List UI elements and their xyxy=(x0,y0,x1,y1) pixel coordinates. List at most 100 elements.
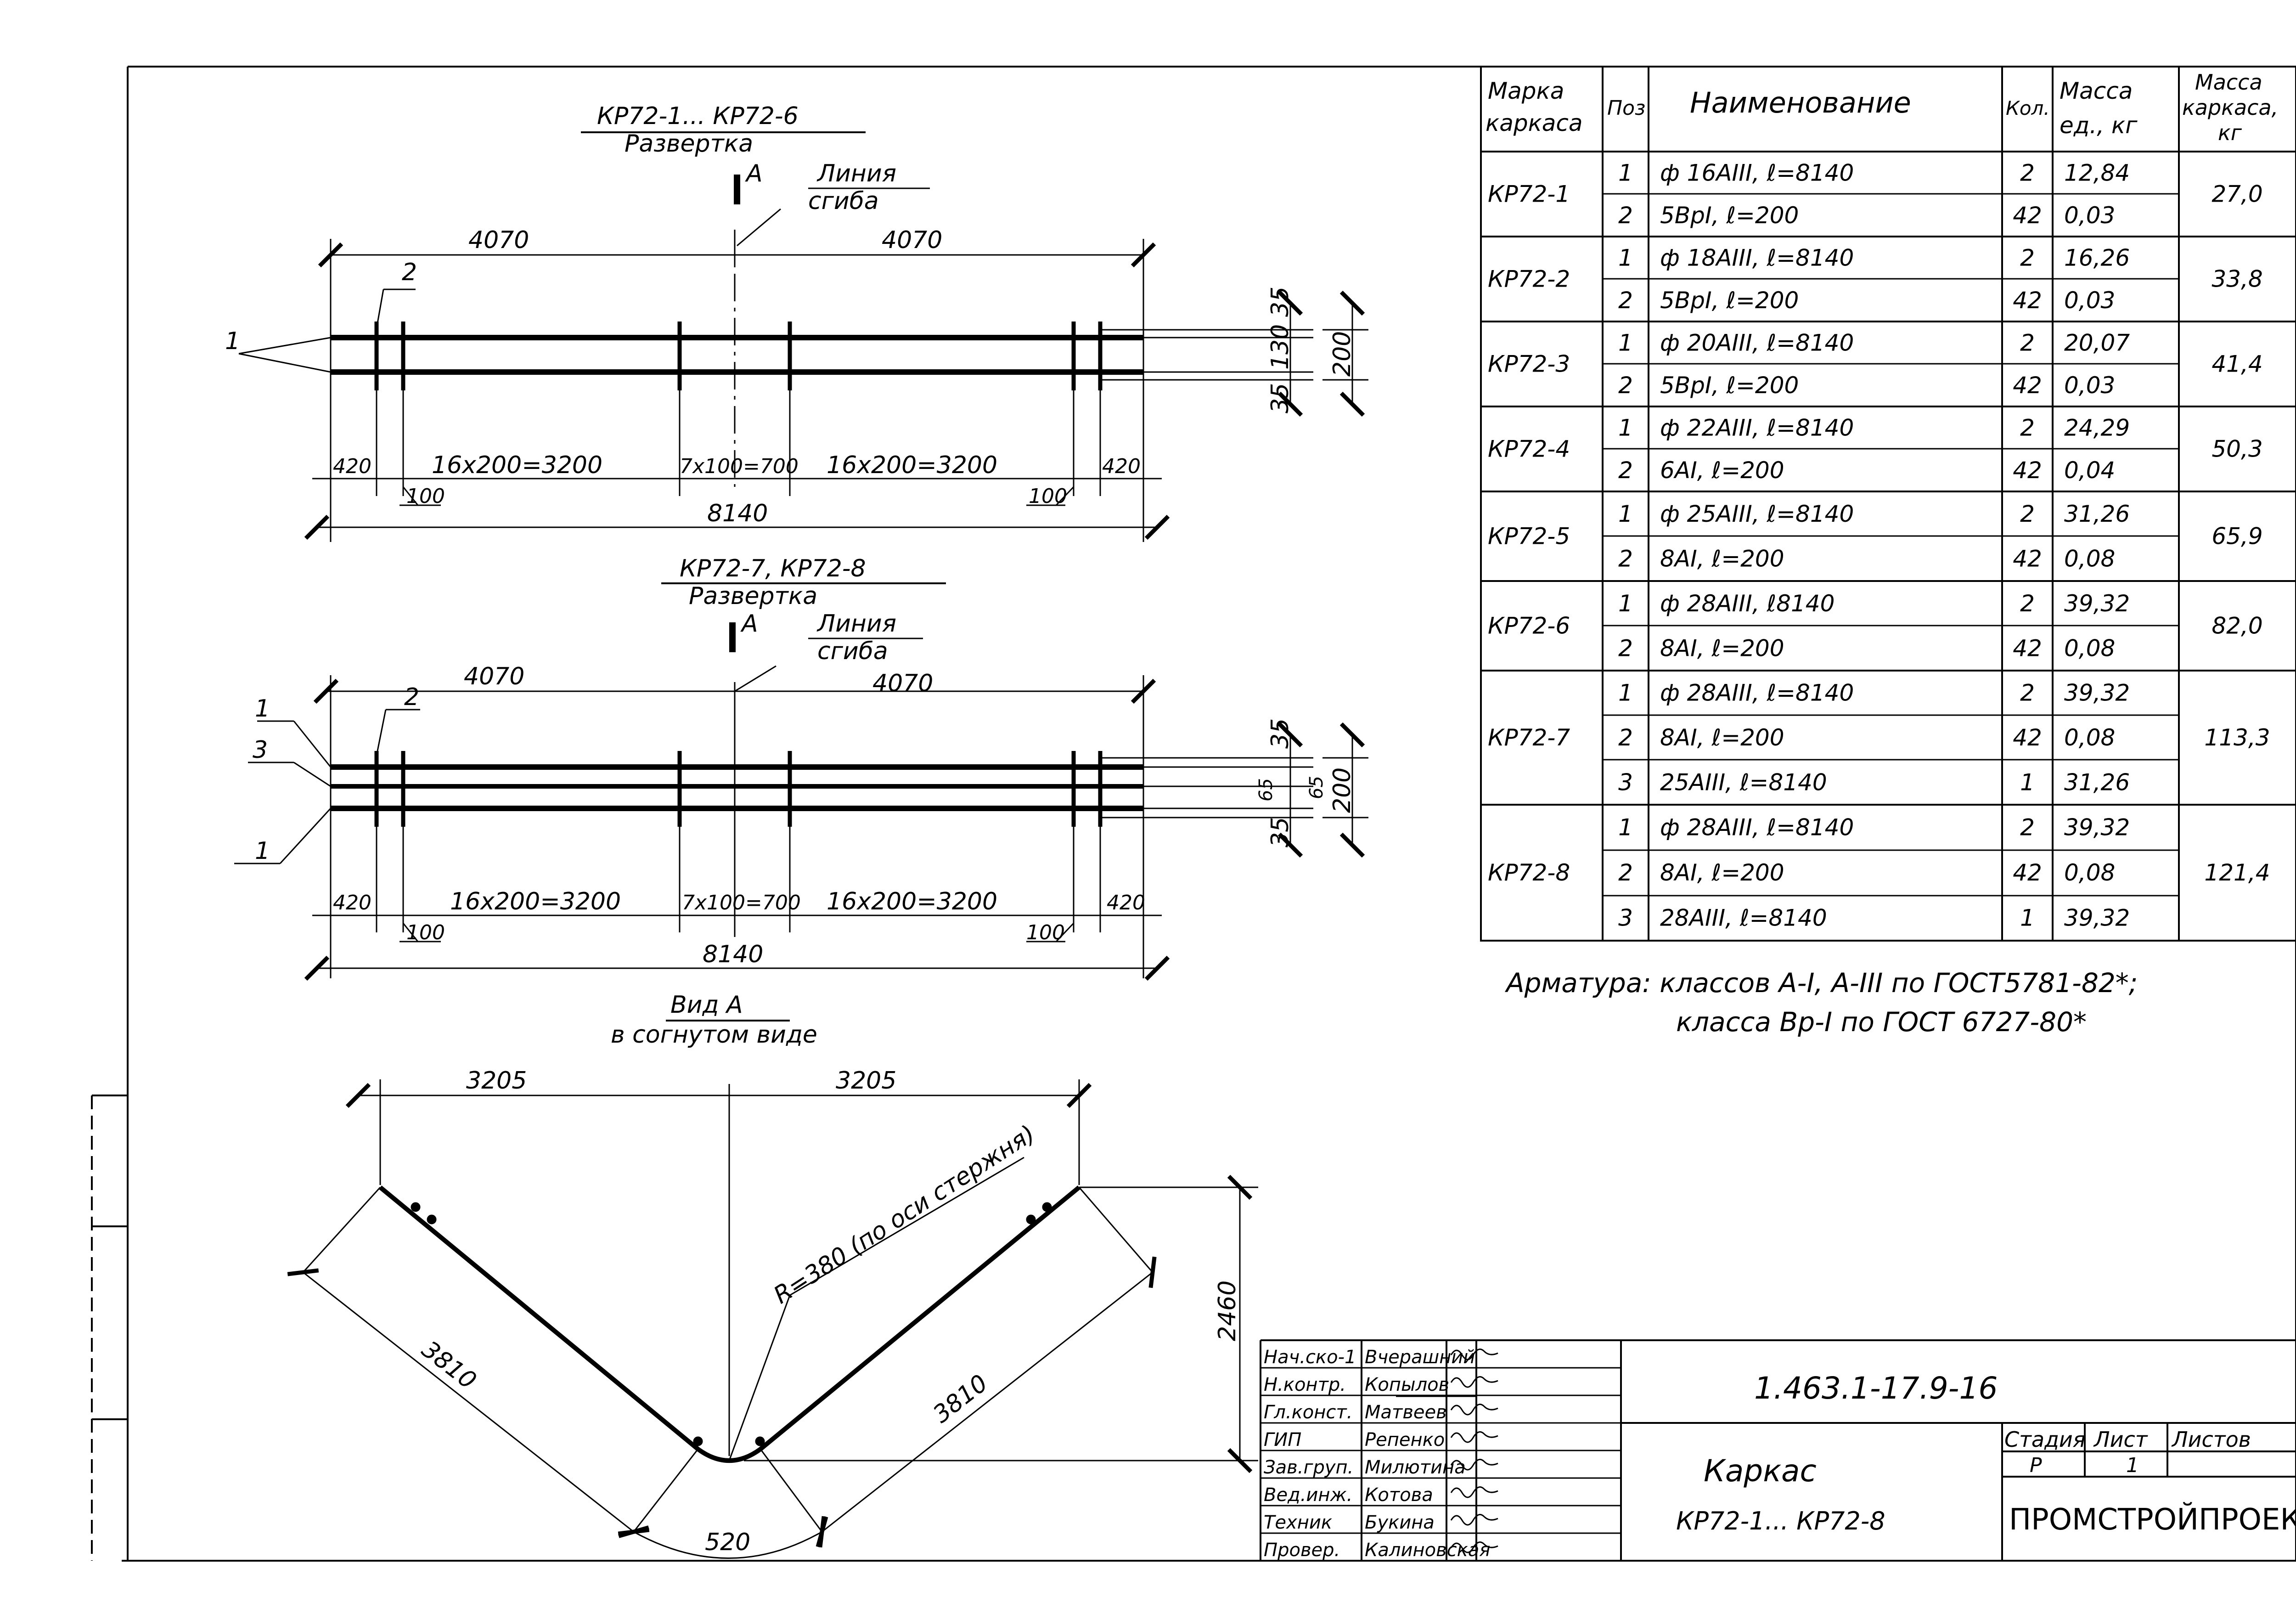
row-pos: 1 xyxy=(1618,244,1633,271)
row-name: ф 16АIII, ℓ=8140 xyxy=(1660,159,1854,186)
sheet-value: 1 xyxy=(2126,1454,2139,1477)
drawing-name: Каркас xyxy=(1704,1453,1817,1489)
d1-bend-line-2: сгиба xyxy=(808,187,879,215)
row-qty: 2 xyxy=(2020,501,2035,527)
row-mass: 0,03 xyxy=(2064,202,2115,229)
row-mass: 0,04 xyxy=(2064,457,2115,484)
row-pos: 3 xyxy=(1618,905,1633,931)
d2-dim-total: 8140 xyxy=(703,941,763,968)
d1-dim-130: 130 xyxy=(1266,324,1294,370)
signature-name: Котова xyxy=(1365,1484,1433,1506)
d1-label-2: 2 xyxy=(402,259,417,286)
th-mark-2: каркаса xyxy=(1486,110,1583,136)
row-mass: 0,08 xyxy=(2064,545,2115,572)
row-mass: 0,08 xyxy=(2064,724,2115,751)
drawing-2 xyxy=(234,582,1368,981)
view-a-radius: R=380 (по оси стержня) xyxy=(769,1120,1040,1309)
d2-marker-a: А xyxy=(740,610,758,638)
row-name: 6АI, ℓ=200 xyxy=(1660,457,1784,484)
signature-name: Милютина xyxy=(1365,1457,1466,1478)
stage-value: Р xyxy=(2030,1454,2042,1477)
row-pos: 2 xyxy=(1618,372,1633,399)
group-mark: КР72-4 xyxy=(1488,436,1570,463)
group-mark: КР72-6 xyxy=(1488,613,1570,639)
row-mass: 0,08 xyxy=(2064,859,2115,886)
row-qty: 42 xyxy=(2013,202,2042,229)
row-name: ф 18АIII, ℓ=8140 xyxy=(1660,244,1854,271)
signature-scribble xyxy=(1450,1404,1498,1416)
d1-bend-line-1: Линия xyxy=(816,160,896,187)
row-name: 8АI, ℓ=200 xyxy=(1660,545,1784,572)
row-name: ф 20АIII, ℓ=8140 xyxy=(1660,329,1854,356)
row-name: 25АIII, ℓ=8140 xyxy=(1660,769,1827,796)
d2-dim-7x100: 7х100=700 xyxy=(682,891,801,914)
th-total-mass-1: Масса xyxy=(2195,70,2262,95)
sheets-label: Листов xyxy=(2171,1427,2251,1452)
d2-label-1a: 1 xyxy=(255,695,270,722)
d1-title: КР72-1... КР72-6 xyxy=(597,102,799,130)
row-mass: 0,03 xyxy=(2064,287,2115,314)
view-a-dim-left: 3205 xyxy=(466,1067,527,1095)
row-pos: 2 xyxy=(1618,457,1633,484)
th-qty: Кол. xyxy=(2006,97,2050,119)
d1-dim-200: 200 xyxy=(1328,331,1356,377)
row-mass: 0,08 xyxy=(2064,635,2115,661)
row-name: 8АI, ℓ=200 xyxy=(1660,635,1784,661)
signature-name: Букина xyxy=(1365,1512,1435,1533)
d2-dim-200: 200 xyxy=(1328,767,1356,813)
group-total: 27,0 xyxy=(2212,181,2262,208)
row-name: 5ВрI, ℓ=200 xyxy=(1660,372,1799,399)
row-pos: 1 xyxy=(1618,414,1633,441)
th-total-mass-3: кг xyxy=(2218,120,2242,145)
row-qty: 2 xyxy=(2020,814,2035,841)
signature-role: Гл.конст. xyxy=(1264,1402,1352,1423)
signature-scribble xyxy=(1450,1376,1498,1388)
row-name: ф 22АIII, ℓ=8140 xyxy=(1660,414,1854,441)
row-qty: 1 xyxy=(2020,905,2035,931)
organization: ПРОМСТРОЙПРОЕКТ xyxy=(2009,1502,2296,1537)
d2-dim-35-bottom: 35 xyxy=(1266,817,1294,847)
d2-dim-35-top: 35 xyxy=(1266,718,1294,749)
d2-dim-16x200-right: 16х200=3200 xyxy=(827,888,997,915)
group-mark: КР72-1 xyxy=(1488,181,1570,208)
group-mark: КР72-5 xyxy=(1488,523,1570,550)
d1-dim-100-right: 100 xyxy=(1029,485,1067,508)
d1-dim-16x200-right: 16х200=3200 xyxy=(827,451,997,479)
stage-label: Стадия xyxy=(2004,1427,2085,1452)
note-line-1: Арматура: классов А-I, А-III по ГОСТ5781… xyxy=(1504,967,2138,999)
th-unit-mass-1: Масса xyxy=(2060,78,2133,104)
signature-name: Матвеев xyxy=(1365,1402,1447,1423)
row-mass: 0,03 xyxy=(2064,372,2115,399)
d2-label-3: 3 xyxy=(253,736,268,764)
signature-name: Репенко xyxy=(1365,1429,1445,1450)
row-qty: 2 xyxy=(2020,329,2035,356)
row-name: 5ВрI, ℓ=200 xyxy=(1660,202,1799,229)
d1-subtitle: Развертка xyxy=(625,130,753,158)
signature-name: Вчерашний xyxy=(1365,1347,1475,1368)
signature-role: Провер. xyxy=(1264,1540,1340,1561)
row-pos: 1 xyxy=(1618,680,1633,706)
view-a-title: Вид А xyxy=(670,991,743,1019)
group-mark: КР72-2 xyxy=(1488,266,1570,293)
sheet-label: Лист xyxy=(2093,1427,2148,1452)
row-qty: 2 xyxy=(2020,244,2035,271)
th-total-mass-2: каркаса, xyxy=(2182,95,2278,120)
d1-dim-16x200-left: 16х200=3200 xyxy=(432,451,602,479)
view-a-dim-right: 3205 xyxy=(836,1067,896,1095)
row-name: 28АIII, ℓ=8140 xyxy=(1660,905,1827,931)
row-name: ф 28АIII, ℓ8140 xyxy=(1660,590,1835,617)
view-a xyxy=(287,1020,1258,1559)
row-mass: 39,32 xyxy=(2064,814,2130,841)
row-qty: 42 xyxy=(2013,287,2042,314)
row-pos: 2 xyxy=(1618,202,1633,229)
d2-bend-line-2: сгиба xyxy=(817,638,888,665)
d2-dim-16x200-left: 16х200=3200 xyxy=(450,888,621,915)
group-mark: КР72-7 xyxy=(1488,724,1570,751)
group-total: 65,9 xyxy=(2212,523,2262,550)
group-total: 82,0 xyxy=(2212,613,2262,639)
designation: 1.463.1-17.9-16 xyxy=(1754,1371,1998,1406)
th-pos: Поз xyxy=(1607,96,1645,120)
row-pos: 1 xyxy=(1618,814,1633,841)
